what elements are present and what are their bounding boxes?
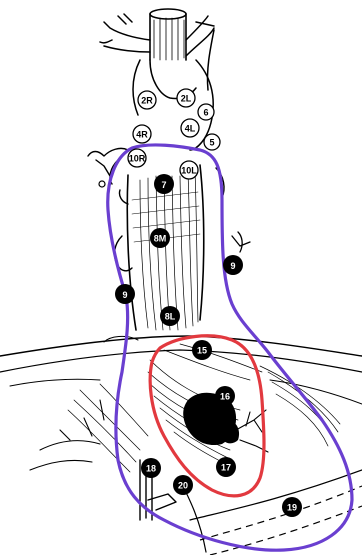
station-9-right: 9	[223, 255, 243, 275]
right-vessel	[232, 232, 250, 252]
station-6: 6	[198, 104, 214, 120]
svg-text:10L: 10L	[181, 166, 197, 176]
svg-text:19: 19	[287, 503, 297, 513]
station-18: 18	[141, 458, 161, 478]
svg-text:6: 6	[203, 108, 208, 118]
svg-text:4R: 4R	[136, 130, 148, 140]
svg-text:7: 7	[161, 180, 166, 190]
station-17: 17	[216, 457, 236, 477]
svg-text:8M: 8M	[154, 234, 167, 244]
station-10L: 10L	[180, 161, 198, 179]
stomach-region	[30, 344, 362, 555]
svg-text:2R: 2R	[141, 96, 153, 106]
svg-text:2L: 2L	[181, 94, 192, 104]
svg-text:18: 18	[146, 464, 156, 474]
station-15: 15	[192, 340, 212, 360]
diaphragm	[0, 336, 362, 446]
svg-text:5: 5	[209, 138, 214, 148]
station-8L: 8L	[160, 306, 180, 326]
station-5: 5	[204, 134, 220, 150]
svg-text:9: 9	[122, 290, 127, 300]
svg-text:20: 20	[178, 481, 188, 491]
station-2R: 2R	[138, 91, 156, 109]
svg-text:17: 17	[221, 463, 231, 473]
svg-text:15: 15	[197, 346, 207, 356]
station-7: 7	[154, 174, 174, 194]
station-19: 19	[282, 497, 302, 517]
station-8M: 8M	[150, 228, 170, 248]
station-4R: 4R	[133, 125, 151, 143]
station-9-left: 9	[115, 284, 135, 304]
svg-text:8L: 8L	[165, 312, 176, 322]
station-4L: 4L	[181, 119, 199, 137]
station-10R: 10R	[128, 149, 146, 167]
blue-region-outline	[108, 145, 352, 550]
svg-text:4L: 4L	[185, 124, 196, 134]
station-2L: 2L	[177, 89, 195, 107]
svg-text:16: 16	[220, 392, 230, 402]
station-16: 16	[215, 386, 235, 406]
svg-text:10R: 10R	[129, 154, 146, 164]
svg-text:9: 9	[230, 261, 235, 271]
station-20: 20	[173, 475, 193, 495]
